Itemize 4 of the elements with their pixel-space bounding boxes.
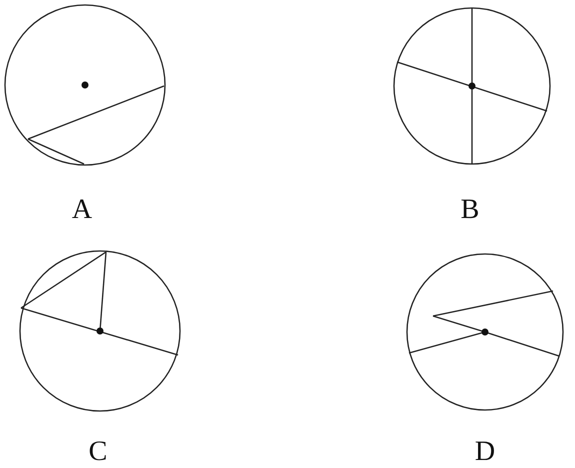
option-label: C xyxy=(88,438,108,466)
option-label: A xyxy=(72,196,92,224)
option-label: D xyxy=(474,438,496,466)
option-label: B xyxy=(460,196,480,224)
